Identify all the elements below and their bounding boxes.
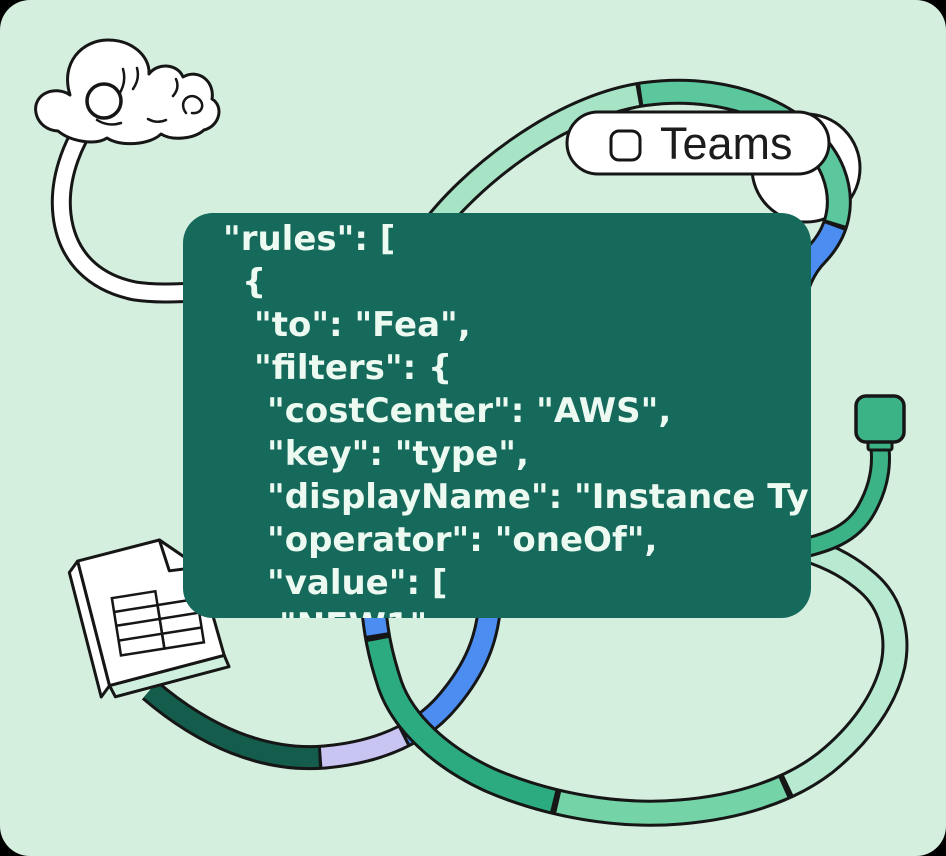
tube-socket <box>85 82 123 120</box>
code-line: { <box>242 262 267 302</box>
code-line: "costCenter": "AWS", <box>267 391 672 431</box>
code-line: "rules": [ <box>223 219 396 259</box>
code-line: "operator": "oneOf", <box>267 520 658 560</box>
code-line: "value": [ <box>267 563 448 603</box>
code-card: "rules": [{"to": "Fea","filters": {"cost… <box>183 213 811 618</box>
cloud-icon <box>34 38 221 146</box>
code-line: "filters": { <box>254 348 453 388</box>
tube-connector-icon <box>50 94 211 304</box>
teams-pill-label: Teams <box>660 118 793 169</box>
code-line: "to": "Fea", <box>254 305 471 345</box>
document-table-grid <box>110 589 206 657</box>
code-line: "displayName": "Instance Typ <box>267 477 811 517</box>
code-line: "key": "type", <box>267 434 529 474</box>
code-line: "NEW1" <box>223 605 811 618</box>
plug-connector-icon <box>800 394 906 549</box>
code-lines: "rules": [{"to": "Fea","filters": {"cost… <box>223 218 811 618</box>
teams-pill[interactable]: Teams <box>565 110 831 176</box>
checkbox-icon[interactable] <box>609 129 642 162</box>
